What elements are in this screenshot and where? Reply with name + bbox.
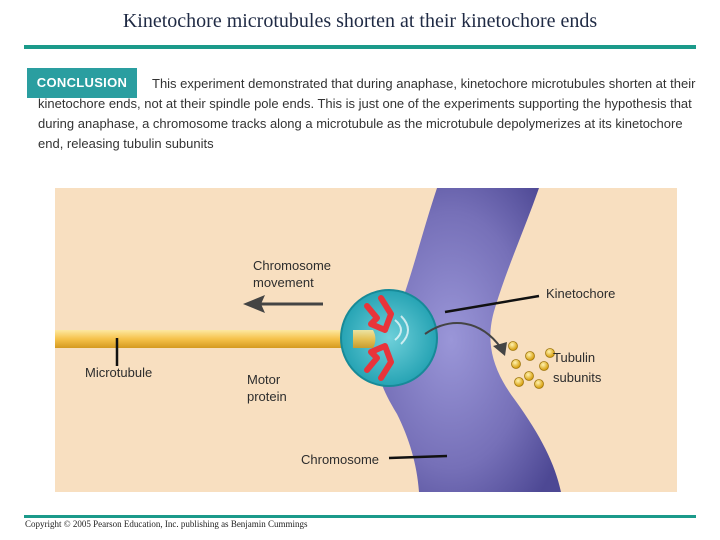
chromosome-leader [388, 454, 448, 460]
kinetochore-leader [444, 294, 540, 314]
tubulin-subunits [508, 341, 555, 389]
slide-title: Kinetochore microtubules shorten at thei… [122, 10, 598, 32]
kinetochore [340, 289, 438, 387]
kinetochore-inner-arcs [394, 315, 409, 345]
footer-divider [24, 515, 696, 518]
chromosome-body [377, 188, 561, 492]
conclusion-badge: CONCLUSION [27, 68, 137, 98]
motor-protein-label: Motor protein [247, 372, 287, 404]
kinetochore-diagram: Chromosome movement Kinetochore Tubulin … [55, 188, 677, 492]
motor-protein-lower [364, 343, 394, 381]
motor-protein-upper [364, 295, 394, 333]
chromosome-movement-label: Chromosome movement [253, 258, 332, 290]
copyright-notice: Copyright © 2005 Pearson Education, Inc.… [25, 519, 308, 529]
chromosome-label: Chromosome [301, 452, 380, 467]
tubulin-subunits-label: Tubulin subunits [553, 350, 602, 385]
microtubule [55, 330, 370, 348]
conclusion-text: This experiment demonstrated that during… [38, 76, 696, 151]
microtubule-label: Microtubule [85, 365, 153, 380]
kinetochore-label: Kinetochore [546, 286, 616, 301]
release-arrow [424, 322, 502, 349]
title-divider [24, 45, 696, 49]
